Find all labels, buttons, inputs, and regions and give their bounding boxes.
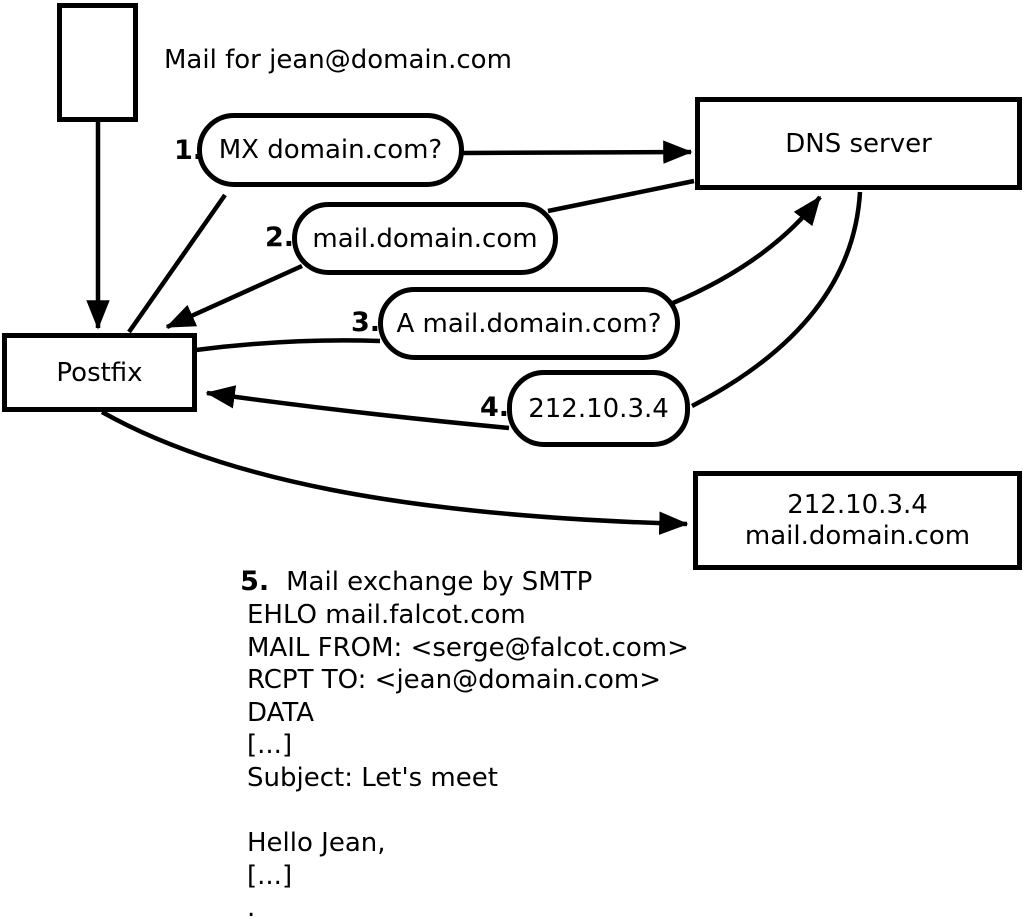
line-postfix-to-pill1 — [127, 193, 227, 334]
line-dns-to-pill4 — [690, 191, 863, 408]
smtp-session-line-rcpt-to: RCPT TO: <jean@domain.com> — [247, 665, 662, 696]
smtp-session-line-blank — [247, 795, 689, 828]
mail-for-jean-label: Mail for jean@domain.com — [164, 45, 512, 75]
smtp-session-line-data: DATA — [247, 697, 314, 728]
postfix-node: Postfix — [2, 333, 197, 412]
smtp-session-block: EHLO mail.falcot.com MAIL FROM: <serge@f… — [247, 599, 689, 919]
mail-server-node: 212.10.3.4 mail.domain.com — [693, 471, 1022, 570]
step-number-2: 2. — [264, 222, 294, 253]
step-pill-a-response: 212.10.3.4 — [507, 370, 690, 447]
smtp-session-line-terminator: . — [247, 893, 256, 919]
smtp-session-line-ellipsis-1: [...] — [247, 730, 293, 761]
step-pill-mx-response: mail.domain.com — [292, 202, 558, 275]
step-number-5: 5. — [240, 566, 270, 597]
dns-server-node: DNS server — [695, 97, 1022, 190]
arrow-pill4-to-postfix — [205, 385, 510, 431]
smtp-session-line-hello: Hello Jean, — [247, 828, 386, 859]
step-number-3: 3. — [350, 307, 380, 338]
step-number-1: 1. — [173, 135, 203, 166]
mail-server-ip: 212.10.3.4 — [787, 489, 928, 520]
arrow-pill1-to-dns — [461, 140, 693, 164]
arrow-pill2-to-postfix — [165, 263, 303, 330]
step-5-label: 5. Mail exchange by SMTP — [207, 536, 592, 627]
smtp-session-line-ehlo: EHLO mail.falcot.com — [247, 600, 526, 630]
mail-server-hostname: mail.domain.com — [744, 520, 971, 551]
smtp-session-line-ellipsis-2: [...] — [247, 860, 293, 891]
step-pill-mx-query: MX domain.com? — [197, 113, 464, 187]
step-pill-a-query: A mail.domain.com? — [378, 287, 680, 360]
smtp-session-line-mail-from: MAIL FROM: <serge@falcot.com> — [247, 632, 689, 663]
line-postfix-to-pill3 — [195, 338, 381, 353]
step-number-4: 4. — [479, 392, 509, 423]
mail-message-node — [57, 3, 138, 122]
smtp-exchange-label: Mail exchange by SMTP — [286, 567, 593, 597]
line-dns-to-pill2 — [547, 178, 695, 214]
smtp-session-line-subject: Subject: Let's meet — [247, 762, 498, 793]
arrow-pill3-to-dns — [672, 195, 822, 306]
arrow-postfix-to-mailserver-smtp — [100, 410, 689, 535]
